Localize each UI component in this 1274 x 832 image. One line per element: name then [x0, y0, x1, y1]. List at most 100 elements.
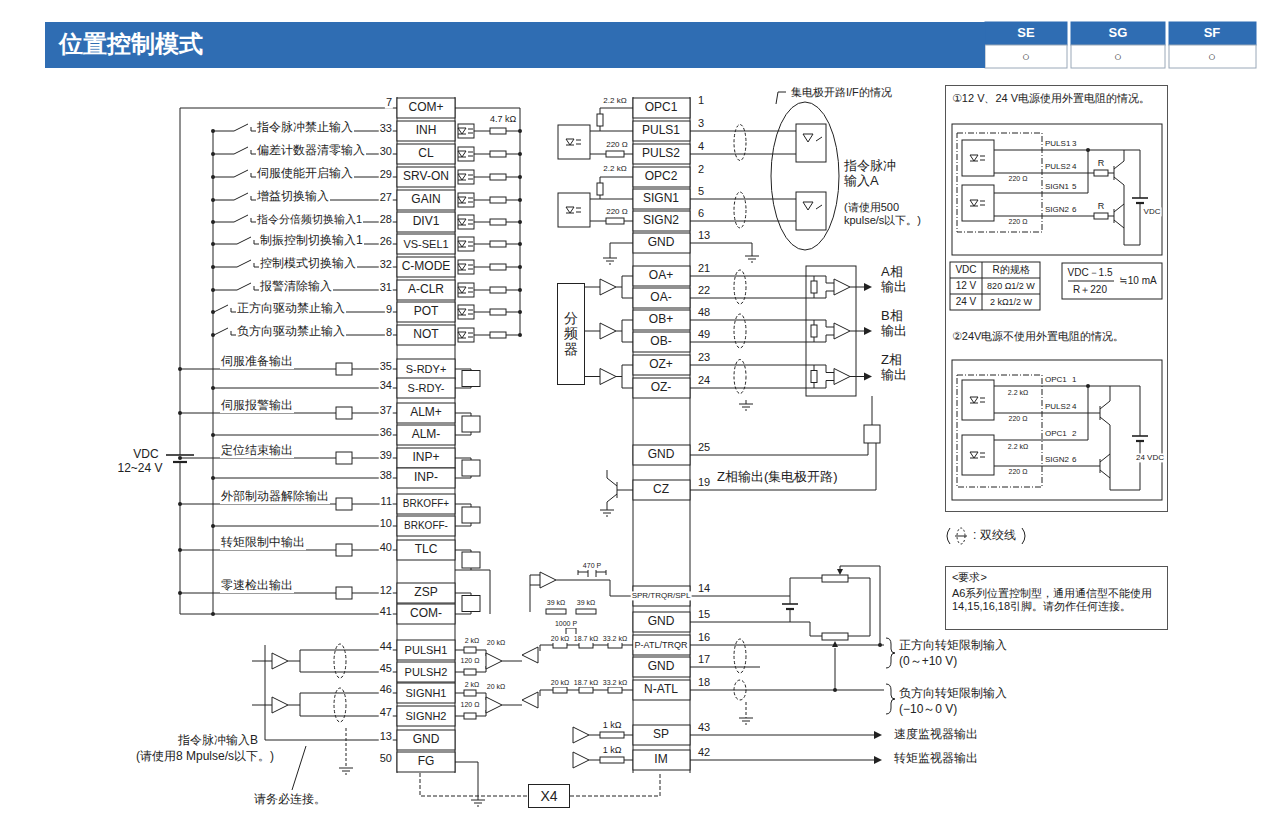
- signal-wire: [690, 596, 790, 604]
- resistor-symbol: [597, 114, 603, 126]
- optocoupler-symbol: [458, 305, 474, 319]
- label-text: GND: [647, 236, 676, 250]
- resistor-symbol: [490, 264, 506, 270]
- label-text: 22: [697, 284, 711, 297]
- label-text: IM: [653, 753, 668, 767]
- label-text: 14: [697, 582, 711, 595]
- signal-wire: [690, 443, 876, 490]
- resistor-symbol: [490, 219, 506, 225]
- pin-cell: [397, 706, 455, 726]
- arrowhead: [864, 283, 872, 291]
- signal-wire: [850, 376, 864, 377]
- light-arrow: [468, 152, 473, 156]
- relay-coil: [336, 452, 352, 464]
- label-text: 伺服准备输出: [220, 355, 294, 369]
- ground-symbol: [739, 718, 753, 724]
- diode-symbol: [458, 309, 466, 315]
- relay-coil: [336, 363, 352, 375]
- junction-dot: [211, 476, 215, 480]
- label-text: 26: [379, 235, 393, 248]
- label-text: OA-: [649, 291, 672, 305]
- internal-wire: [616, 320, 633, 342]
- label-text: 46: [379, 683, 393, 696]
- diode-symbol: [458, 332, 466, 338]
- table-rule: [950, 262, 1040, 310]
- pin-cell: [397, 144, 455, 164]
- label-text: OB+: [648, 313, 674, 327]
- internal-wire: [502, 705, 522, 706]
- twisted-pair: [734, 680, 746, 700]
- label-text: 指令脉冲输入B: [177, 734, 259, 748]
- label-text: 18.7 kΩ: [573, 679, 599, 687]
- label-text: SIGN2: [642, 214, 680, 228]
- pin-cell: [633, 266, 690, 286]
- label-text: 220 Ω: [1008, 175, 1029, 183]
- resistor-symbol: [811, 325, 817, 337]
- amplifier-symbol: [600, 279, 616, 295]
- label-text: OPC2: [644, 170, 679, 184]
- label-text: PULS2: [641, 147, 681, 161]
- transistor-symbol: [607, 470, 633, 510]
- signal-wire: [826, 365, 834, 388]
- label-text: Z相输出(集电极开路): [716, 470, 839, 485]
- diode-symbol: [458, 287, 466, 293]
- junction-dot: [211, 265, 215, 269]
- label-text: GND: [647, 448, 676, 462]
- arrowhead: [864, 327, 872, 335]
- label-text: 45: [379, 662, 393, 675]
- internal-wire: [455, 369, 471, 388]
- label-text: 42: [697, 746, 711, 759]
- label-text: N-ATL: [643, 683, 679, 697]
- inset-frame: [952, 124, 1162, 255]
- pin-cell: [397, 730, 455, 750]
- label-text: 1: [697, 94, 705, 107]
- label-text: 1: [1071, 375, 1077, 384]
- pin-cell: [397, 98, 455, 118]
- label-text: SE: [1016, 26, 1035, 41]
- power-wire: [1075, 386, 1140, 490]
- diode-symbol: [566, 139, 574, 145]
- table-cell: [1169, 45, 1256, 68]
- label-text: (请使用8 Mpulse/s以下。): [135, 750, 275, 764]
- amplifier-symbol: [600, 369, 616, 385]
- label-text: (0～+10 V): [898, 655, 958, 669]
- junction-dot: [211, 433, 215, 437]
- label-text: 30: [379, 145, 393, 158]
- label-text: 指令脉冲 输入A: [843, 159, 897, 189]
- pin-cell: [397, 425, 455, 445]
- label-text: OB-: [649, 335, 672, 349]
- signal-wire: [850, 331, 864, 332]
- label-text: 28: [379, 213, 393, 226]
- signal-wire: [690, 735, 874, 736]
- node-text: ①12 V、24 V电源使用外置电阻的情况。: [952, 92, 1150, 105]
- legend-line: [955, 536, 967, 537]
- light-arrow: [980, 156, 985, 160]
- label-text: OPC1: [1044, 375, 1068, 384]
- pin-cell: [397, 662, 455, 682]
- optocoupler-symbol: [864, 425, 880, 443]
- label-text: 11: [380, 495, 393, 508]
- label-text: PULSH2: [404, 666, 449, 679]
- label-text: 1000 P: [554, 620, 578, 628]
- label-text: 指令分倍频切换输入1: [256, 213, 363, 226]
- leader-line: [776, 92, 786, 104]
- label-text: S-RDY+: [405, 363, 448, 376]
- output-wire: [213, 526, 397, 527]
- arrowhead: [874, 731, 882, 739]
- signal-wire: [690, 645, 884, 690]
- label-text: SG: [1108, 26, 1129, 41]
- label-text: OA+: [648, 269, 674, 283]
- light-arrow: [468, 265, 473, 269]
- optocoupler-symbol: [962, 380, 994, 420]
- amplifier-symbol: [522, 692, 538, 708]
- internal-wire: [556, 580, 633, 596]
- label-text: 4: [1071, 402, 1077, 411]
- label-text: 12: [379, 584, 393, 597]
- light-arrow: [468, 129, 473, 133]
- label-text: SRV-ON: [402, 170, 450, 184]
- label-text: SIGNH1: [405, 687, 448, 700]
- label-text: NOT: [412, 328, 439, 342]
- label-text: 21: [697, 262, 711, 275]
- optocoupler-symbol: [458, 260, 474, 274]
- node-text: 分频器: [564, 311, 578, 357]
